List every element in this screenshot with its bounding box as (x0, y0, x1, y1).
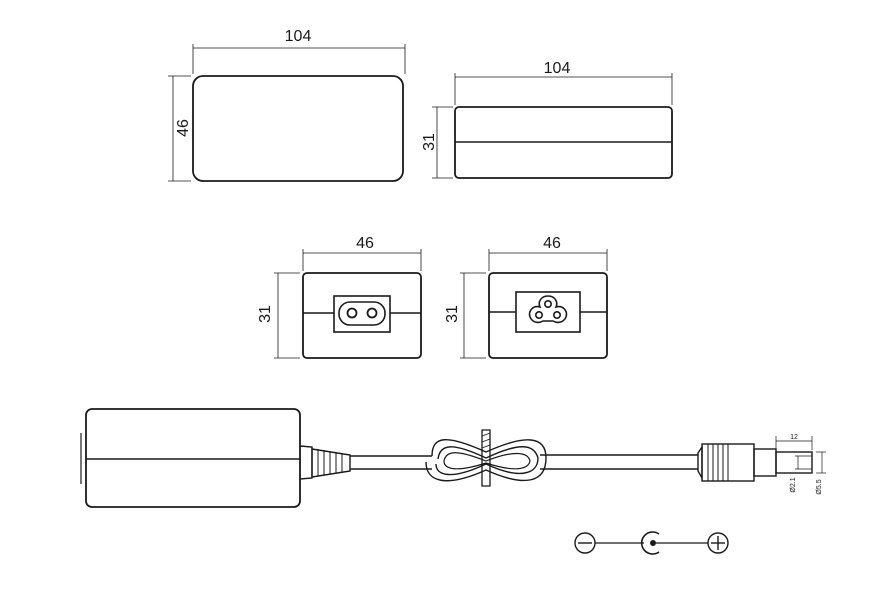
plug-length-label: 12 (790, 434, 798, 441)
top-width-label: 104 (285, 28, 312, 45)
strain-relief (299, 445, 351, 480)
c6-width-label: 46 (543, 235, 561, 252)
negative-terminal-icon (574, 532, 596, 554)
cable-view: 12 Ø2.1 Ø5.5 (80, 408, 826, 508)
c8-height-label: 31 (257, 305, 274, 323)
side-width-label: 104 (544, 60, 571, 77)
positive-terminal-icon (707, 532, 729, 554)
c8-inlet-icon (333, 295, 391, 333)
outer-diameter-label: Ø5.5 (816, 479, 823, 494)
c6-inlet-icon (515, 291, 581, 333)
end-view-c6-body (488, 272, 608, 359)
c8-width-label: 46 (356, 235, 374, 252)
side-height-label: 31 (421, 133, 438, 151)
cable-view-body (85, 408, 301, 508)
dc-plug (697, 443, 813, 482)
dc-cable (350, 429, 698, 487)
center-pin-icon (640, 531, 660, 555)
polarity-diagram (574, 531, 729, 555)
top-height-label: 46 (175, 119, 192, 137)
inner-diameter-label: Ø2.1 (790, 477, 797, 492)
end-view-c8-body (302, 272, 422, 359)
top-view: 104 46 (168, 28, 406, 182)
top-view-body (192, 75, 404, 182)
end-view-c8: 46 31 (257, 235, 422, 359)
end-view-c6: 46 31 (444, 235, 608, 359)
side-view: 104 31 (421, 60, 673, 179)
c6-height-label: 31 (444, 305, 461, 323)
